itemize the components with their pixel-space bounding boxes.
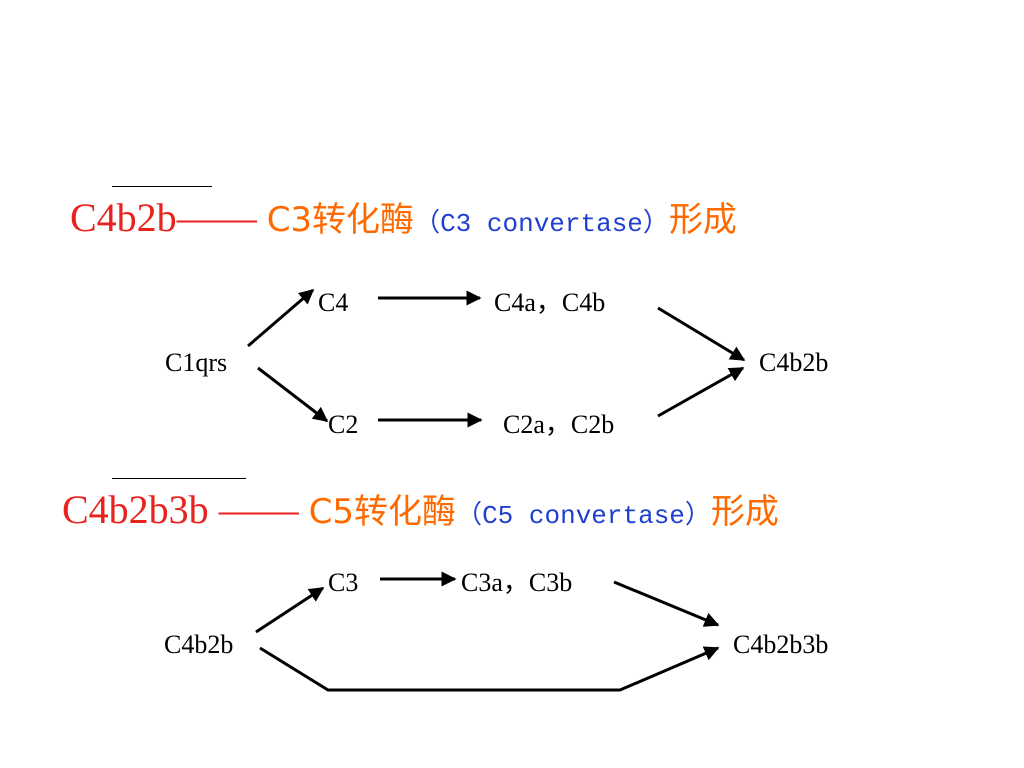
arrow-c1qrs-to-c2 bbox=[257, 366, 329, 423]
overbar-c4b2b bbox=[112, 186, 212, 187]
node-c4-products: C4a，C4b bbox=[494, 288, 606, 317]
node-c2-products: C2a，C2b bbox=[503, 410, 615, 439]
node-result-c4b2b3b: C4b2b3b bbox=[733, 630, 829, 659]
suffix-formation-2: 形成 bbox=[710, 492, 779, 532]
complex-c4b2b3b: C4b2b3b bbox=[62, 487, 209, 532]
suffix-formation: 形成 bbox=[668, 200, 737, 240]
node-c1qrs: C1qrs bbox=[165, 348, 228, 377]
node-c4: C4 bbox=[318, 288, 349, 317]
enzyme-name-cn-2: C5转化酶 bbox=[308, 492, 457, 532]
heading-c5-convertase: C4b2b3b —— C5转化酶（C5 convertase）形成 bbox=[62, 486, 779, 540]
enzyme-name-cn: C3转化酶 bbox=[266, 200, 415, 240]
arrow-c4b-to-c4b2b bbox=[657, 306, 746, 362]
arrow-c2b-to-c4b2b bbox=[657, 366, 745, 418]
arrow-c4b2b-to-c3 bbox=[255, 586, 325, 634]
complex-c4b2b: C4b2b bbox=[70, 195, 177, 240]
node-c3: C3 bbox=[328, 568, 359, 597]
enzyme-name-en: C3 convertase bbox=[440, 209, 643, 239]
heading-dash-2: —— bbox=[218, 487, 299, 532]
paren-close-2: ） bbox=[684, 501, 711, 531]
node-c2: C2 bbox=[328, 410, 359, 439]
node-start-c4b2b: C4b2b bbox=[164, 630, 234, 659]
enzyme-name-en-2: C5 convertase bbox=[482, 501, 685, 531]
paren-open: （ bbox=[414, 209, 441, 239]
paren-open-2: （ bbox=[456, 501, 483, 531]
node-result-c4b2b: C4b2b bbox=[759, 348, 829, 377]
paren-close: ） bbox=[642, 209, 669, 239]
arrow-bypass-to-c4b2b3b bbox=[259, 646, 720, 692]
heading-dash: —— bbox=[176, 195, 257, 240]
arrow-c1qrs-to-c4 bbox=[247, 288, 315, 348]
heading-c3-convertase: C4b2b—— C3转化酶（C3 convertase）形成 bbox=[70, 194, 737, 248]
node-c3-products: C3a，C3b bbox=[461, 568, 573, 597]
arrow-c3b-to-c4b2b3b bbox=[613, 580, 720, 627]
overbar-c4b2b3b bbox=[112, 478, 246, 479]
